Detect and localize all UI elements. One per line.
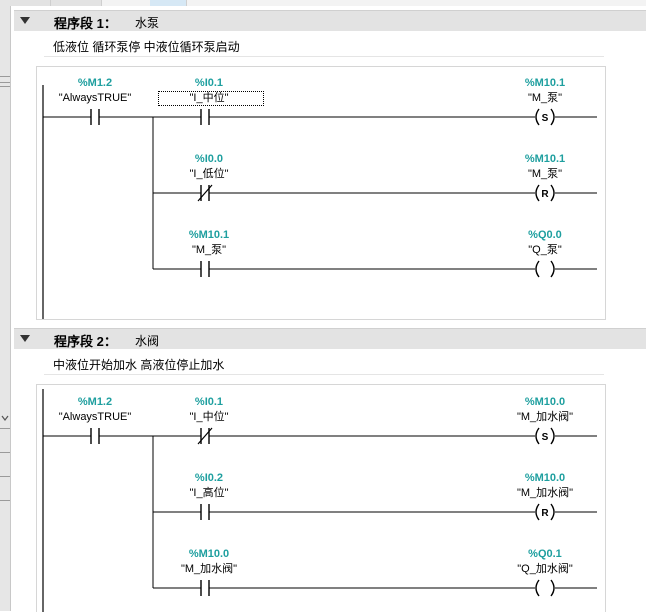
- coil-tag[interactable]: "Q_加水阀": [517, 561, 573, 575]
- collapse-triangle-icon[interactable]: [20, 335, 30, 342]
- coil-address[interactable]: %Q0.1: [528, 548, 562, 560]
- coil-set-icon: [535, 108, 555, 126]
- coil-address[interactable]: %M10.0: [525, 472, 565, 484]
- contact-address[interactable]: %I0.2: [195, 472, 223, 484]
- contact-address[interactable]: %I0.1: [195, 396, 223, 408]
- contact-nc-icon: [195, 427, 215, 445]
- toolbar-tab[interactable]: [10, 0, 51, 6]
- coil-symbol[interactable]: S: [542, 432, 549, 443]
- contact-tag[interactable]: "I_中位": [190, 409, 229, 423]
- network-2-ladder-svg: %M1.2 "AlwaysTRUE" %I0.1 "I_中位" S %M10.0…: [42, 389, 597, 612]
- contact-tag[interactable]: "AlwaysTRUE": [59, 411, 132, 423]
- toolbar-tab[interactable]: [51, 0, 102, 6]
- gutter-mark: [0, 82, 10, 83]
- contact-address[interactable]: %M1.2: [78, 77, 112, 89]
- network-2-comment[interactable]: 中液位开始加水 高液位停止加水: [44, 352, 604, 375]
- network-2-header[interactable]: 程序段 2： 水阀: [14, 328, 646, 349]
- contact-no-icon: [195, 580, 215, 596]
- contact-address[interactable]: %I0.0: [195, 153, 223, 165]
- gutter-mark: [0, 476, 10, 477]
- top-toolbar-strip: [10, 0, 646, 6]
- network-1-comment-text: 低液位 循环泵停 中液位循环泵启动: [53, 40, 240, 54]
- network-2-comment-text: 中液位开始加水 高液位停止加水: [53, 358, 225, 372]
- coil-reset-icon: [535, 503, 555, 521]
- gutter-mark: [0, 452, 10, 453]
- contact-tag[interactable]: "M_加水阀": [181, 561, 237, 575]
- gutter-mark: [0, 500, 10, 501]
- contact-nc-icon: [195, 184, 215, 202]
- collapse-triangle-icon[interactable]: [20, 17, 30, 24]
- coil-tag[interactable]: "Q_泵": [528, 243, 562, 256]
- contact-no-icon: [195, 261, 215, 277]
- coil-icon: [535, 260, 555, 278]
- network-1-subtitle[interactable]: 水泵: [135, 16, 160, 30]
- network-1-header[interactable]: 程序段 1： 水泵: [14, 10, 646, 31]
- coil-symbol[interactable]: S: [542, 113, 549, 124]
- contact-tag[interactable]: "M_泵": [192, 243, 226, 256]
- coil-address[interactable]: %Q0.0: [528, 229, 562, 241]
- toolbar-tab-active[interactable]: [150, 0, 187, 6]
- coil-tag[interactable]: "M_加水阀": [517, 485, 573, 499]
- network-2-ladder[interactable]: %M1.2 "AlwaysTRUE" %I0.1 "I_中位" S %M10.0…: [36, 384, 606, 612]
- contact-tag[interactable]: "AlwaysTRUE": [59, 92, 132, 104]
- contact-no-icon: [195, 109, 215, 125]
- contact-tag[interactable]: "I_高位": [190, 485, 229, 499]
- gutter-mark: [0, 428, 10, 429]
- left-gutter[interactable]: [0, 0, 11, 611]
- coil-address[interactable]: %M10.1: [525, 77, 565, 89]
- coil-reset-icon: [535, 184, 555, 202]
- gutter-mark: [0, 76, 10, 77]
- network-1-ladder[interactable]: %M1.2 "AlwaysTRUE" %I0.1 "I_中位" S %M10.1…: [36, 66, 606, 320]
- coil-icon: [535, 579, 555, 597]
- coil-symbol[interactable]: R: [541, 189, 549, 200]
- network-1-comment[interactable]: 低液位 循环泵停 中液位循环泵启动: [44, 34, 604, 57]
- network-1-ladder-svg: %M1.2 "AlwaysTRUE" %I0.1 "I_中位" S %M10.1…: [42, 77, 597, 319]
- contact-address[interactable]: %M10.1: [189, 229, 229, 241]
- selected-operand-box[interactable]: [158, 91, 264, 106]
- contact-tag[interactable]: "I_低位": [190, 166, 229, 180]
- scroll-down-icon[interactable]: [0, 412, 10, 424]
- contact-tag[interactable]: "I_中位": [190, 90, 229, 104]
- coil-tag[interactable]: "M_加水阀": [517, 409, 573, 423]
- coil-symbol[interactable]: R: [541, 508, 549, 519]
- contact-no-icon: [195, 504, 215, 520]
- coil-set-icon: [535, 427, 555, 445]
- contact-address[interactable]: %I0.1: [195, 77, 223, 89]
- contact-no-icon: [85, 109, 105, 125]
- network-2-subtitle[interactable]: 水阀: [135, 334, 160, 348]
- contact-address[interactable]: %M10.0: [189, 548, 229, 560]
- contact-address[interactable]: %M1.2: [78, 396, 112, 408]
- coil-address[interactable]: %M10.1: [525, 153, 565, 165]
- coil-address[interactable]: %M10.0: [525, 396, 565, 408]
- contact-no-icon: [85, 428, 105, 444]
- coil-tag[interactable]: "M_泵": [528, 167, 562, 180]
- gutter-mark: [0, 86, 10, 87]
- network-2-title: 程序段 2：: [54, 334, 117, 349]
- network-1-title: 程序段 1：: [54, 16, 117, 31]
- coil-tag[interactable]: "M_泵": [528, 91, 562, 104]
